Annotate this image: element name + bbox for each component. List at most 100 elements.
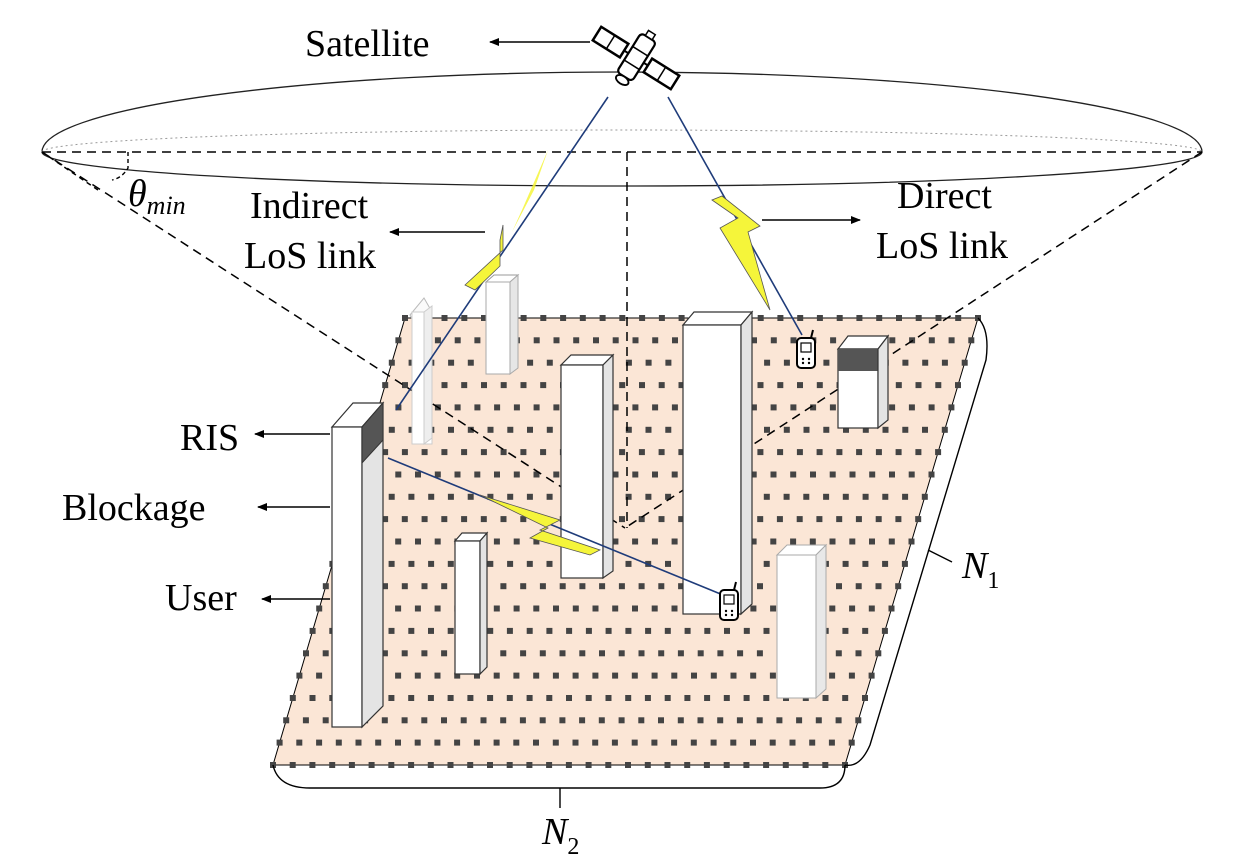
grid-point [770,605,777,612]
grid-point [757,382,764,389]
grid-point [618,650,625,657]
grid-point [848,672,855,679]
grid-point [856,315,863,321]
grid-point [388,627,395,634]
grid-point [540,449,547,456]
grid-point [796,449,803,456]
grid-point [546,426,553,433]
grid-point [895,516,902,523]
grid-point [461,315,468,321]
grid-point [592,739,599,746]
grid-point [849,605,856,612]
grid-point [552,739,559,746]
grid-point [302,717,309,724]
grid-point [961,359,968,366]
grid-point [434,538,441,545]
grid-point [612,471,619,478]
grid-point [585,695,592,701]
grid-point [697,717,704,724]
grid-point [750,404,757,411]
grid-point [526,762,533,768]
grid-point [461,516,468,523]
grid-point [822,762,829,768]
grid-point [289,695,296,701]
grid-point [677,717,684,724]
grid-point [355,739,362,746]
grid-point [454,739,461,746]
grid-point [487,762,493,768]
grid-point [770,471,777,478]
grid-point [948,337,955,344]
grid-point [750,672,757,679]
grid-point [382,382,389,389]
grid-point [764,426,770,433]
grid-point [474,404,481,411]
grid-point [881,627,888,634]
grid-point [896,315,902,321]
grid-point [836,583,842,590]
grid-point [678,583,685,590]
building-front-right [775,543,828,700]
grid-point [928,404,935,411]
grid-point [382,449,389,456]
grid-point [493,739,500,746]
grid-point [388,426,395,433]
grid-point [855,583,862,590]
grid-point [829,672,836,679]
grid-point [796,516,803,523]
grid-point [448,426,454,433]
grid-point [513,672,520,679]
grid-point [506,627,513,634]
grid-point [487,695,494,701]
grid-point [322,717,329,724]
grid-point [862,493,869,500]
grid-point [658,516,665,523]
grid-point [803,493,810,500]
grid-point [447,560,454,567]
grid-point [830,337,837,344]
grid-point [434,739,441,746]
grid-point [408,493,415,500]
grid-point [474,672,480,679]
grid-point [467,762,474,768]
grid-point [868,672,875,679]
grid-point [566,695,572,701]
theta-min-angle: θmin [111,152,186,220]
grid-point [395,605,402,612]
grid-point [605,627,612,634]
grid-point [309,627,316,634]
grid-point [658,382,665,389]
grid-point [585,762,592,768]
grid-point [454,672,461,679]
grid-point [644,762,651,768]
grid-point [427,695,434,701]
grid-point [632,471,639,478]
grid-point [770,404,777,411]
grid-point [579,583,586,590]
grid-point [790,404,797,411]
grid-point [322,650,329,657]
grid-point [632,538,639,545]
grid-point [625,359,632,366]
grid-point [415,471,421,478]
grid-point [882,426,889,433]
grid-point [480,516,487,523]
grid-point [572,672,579,679]
grid-point [316,605,323,612]
grid-point [828,739,835,746]
grid-point [593,337,599,344]
grid-point [922,426,928,433]
grid-point [599,583,606,590]
grid-point [638,650,645,657]
grid-point [823,359,830,366]
grid-point [644,695,651,701]
grid-point [875,516,882,523]
building-center [559,353,615,580]
grid-point [598,717,605,724]
grid-point [513,471,520,478]
grid-point [651,672,658,679]
grid-point [783,359,790,366]
grid-point [401,717,408,724]
grid-point [638,449,645,456]
